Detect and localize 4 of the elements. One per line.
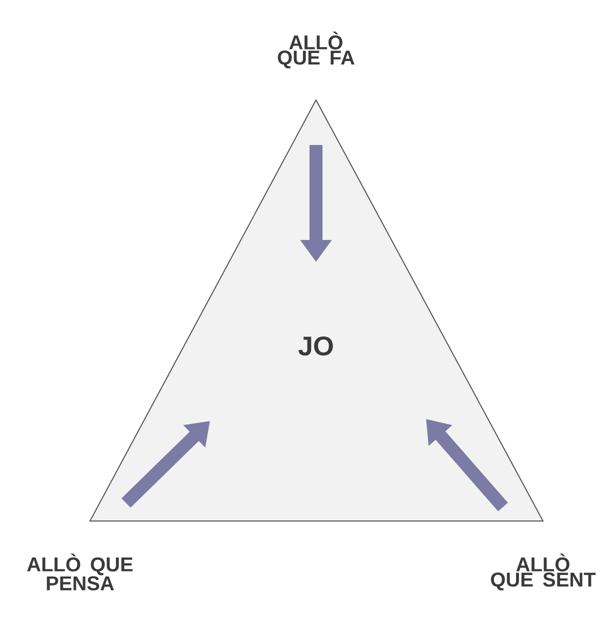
center-label: JO bbox=[298, 336, 333, 356]
corner-label: ALLÒ QUE FA bbox=[278, 32, 354, 68]
corner-label: ALLÒ QUE PENSA bbox=[27, 554, 133, 590]
corner-label: ALLÒ QUE SENT bbox=[490, 554, 596, 590]
